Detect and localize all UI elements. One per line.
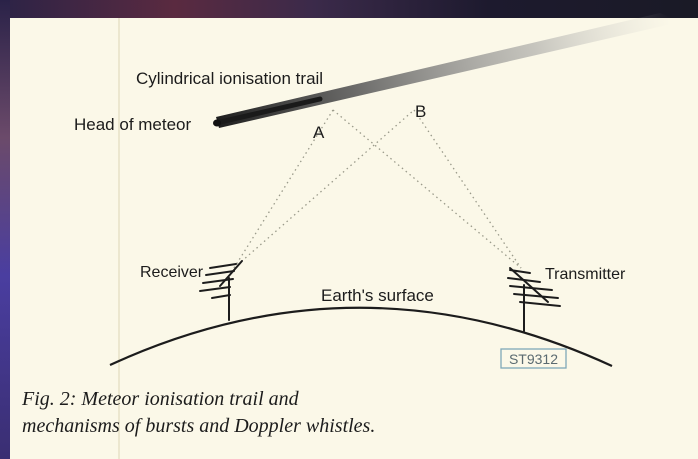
meteor-head [213, 120, 221, 127]
figure-code: ST9312 [509, 351, 558, 367]
caption-line-1: Fig. 2: Meteor ionisation trail and [22, 386, 442, 413]
meteor-head-label: Head of meteor [74, 115, 192, 134]
earth-surface-label: Earth's surface [321, 286, 434, 305]
receiver-label: Receiver [140, 264, 204, 281]
trail-label: Cylindrical ionisation trail [136, 69, 323, 88]
point-a-label: A [313, 123, 325, 142]
path-a-transmitter [333, 110, 521, 268]
caption-line-2: mechanisms of bursts and Doppler whistle… [22, 413, 442, 440]
path-b-transmitter [414, 110, 521, 268]
point-b-label: B [415, 102, 426, 121]
figure-caption: Fig. 2: Meteor ionisation trail and mech… [22, 386, 442, 440]
transmitter-label: Transmitter [545, 266, 626, 283]
signal-paths [234, 110, 521, 268]
receiver-antenna-icon [200, 261, 242, 320]
meteor-head-core [216, 99, 320, 123]
